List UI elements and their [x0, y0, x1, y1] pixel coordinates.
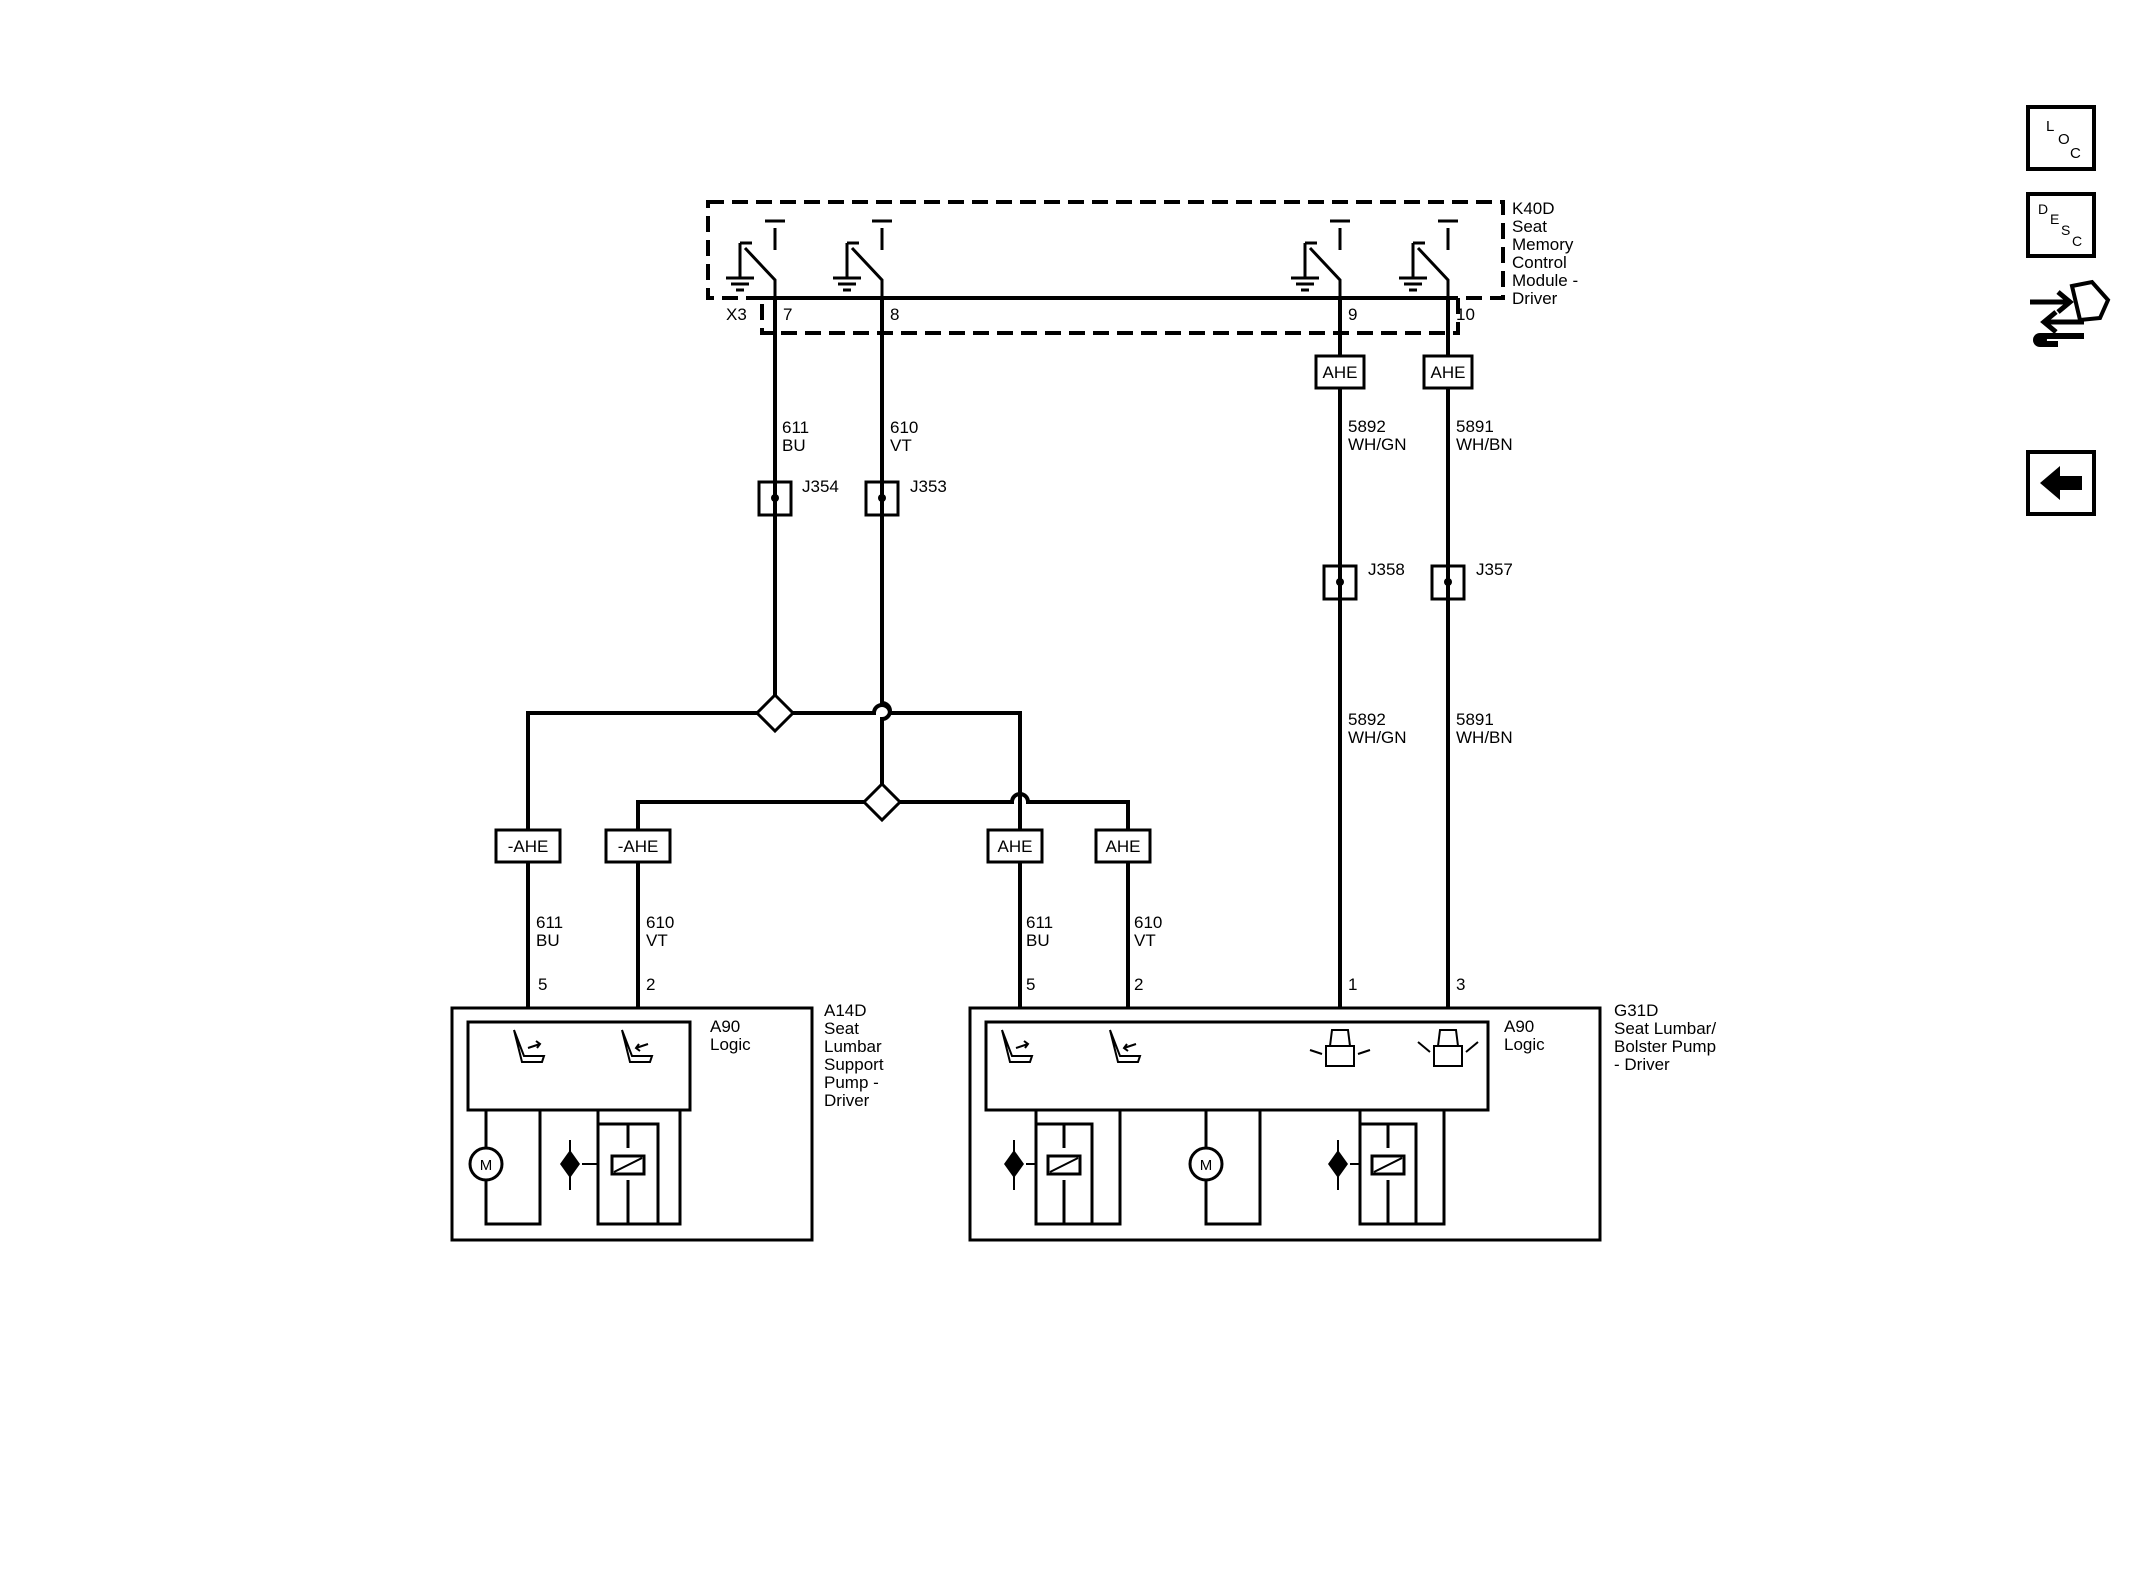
svg-text:C: C: [2072, 233, 2082, 249]
wire-label-5892-upper: 5892 WH/GN: [1348, 417, 1407, 454]
motor-icon: M: [1188, 1110, 1262, 1226]
wire-label-611-g31d: 611 BU: [1026, 913, 1058, 950]
splice-j354: J354: [757, 477, 839, 517]
k40d-module: K40D Seat Memory Control Module - Driver…: [706, 199, 1583, 335]
a14d-pump: A90 Logic A14D Seat Lumbar Support Pump …: [450, 1001, 888, 1242]
g31d-pin-2: 2: [1134, 975, 1143, 994]
g31d-label: G31D Seat Lumbar/ Bolster Pump - Driver: [1614, 1001, 1721, 1074]
svg-text:-AHE: -AHE: [618, 837, 659, 856]
svg-text:AHE: AHE: [1431, 363, 1466, 382]
k40d-pin-7: 7: [783, 305, 792, 324]
svg-text:M: M: [480, 1157, 493, 1174]
svg-text:S: S: [2061, 222, 2070, 238]
ground-icon: [1291, 276, 1319, 292]
relay-switch-pin-9: [1303, 219, 1350, 298]
relay-switch-pin-10: [1411, 219, 1458, 298]
ground-icon: [833, 276, 861, 292]
svg-text:J358: J358: [1368, 560, 1405, 579]
svg-text:-AHE: -AHE: [508, 837, 549, 856]
svg-text:AHE: AHE: [998, 837, 1033, 856]
k40d-pin-10: 10: [1456, 305, 1475, 324]
g31d-logic-label: A90 Logic: [1504, 1017, 1545, 1054]
wire-label-5892-lower: 5892 WH/GN: [1348, 710, 1407, 747]
splice-j358: J358: [1322, 560, 1405, 601]
ground-icon: [726, 276, 754, 292]
seat-lumbar-icon: [1109, 1029, 1142, 1063]
connector-label-x3: X3: [726, 305, 747, 324]
bus-610: [636, 792, 1130, 1008]
g31d-pin-1: 1: [1348, 975, 1357, 994]
option-box-not-ahe-610: -AHE: [604, 828, 672, 864]
seat-lumbar-icon: [513, 1029, 546, 1063]
ground-icon: [1399, 276, 1427, 292]
g31d-pin-5: 5: [1026, 975, 1035, 994]
svg-text:AHE: AHE: [1106, 837, 1141, 856]
svg-text:J353: J353: [910, 477, 947, 496]
option-box-ahe-pin10: AHE: [1422, 354, 1474, 390]
k40d-pin-9: 9: [1348, 305, 1357, 324]
option-box-ahe-610: AHE: [1094, 828, 1152, 864]
a14d-label: A14D Seat Lumbar Support Pump - Driver: [824, 1001, 888, 1110]
solenoid-valve-icon: [1328, 1110, 1446, 1226]
splice-j357: J357: [1430, 560, 1513, 601]
wire-label-611-a14d: 611 BU: [536, 913, 568, 950]
bus-611: [526, 703, 1022, 1008]
a14d-pin-2: 2: [646, 975, 655, 994]
motor-icon: M: [468, 1110, 542, 1226]
svg-text:J354: J354: [802, 477, 839, 496]
svg-text:O: O: [2058, 131, 2070, 148]
solenoid-valve-icon: [560, 1110, 682, 1226]
seat-lumbar-icon: [1001, 1029, 1034, 1063]
option-box-ahe-pin9: AHE: [1314, 354, 1366, 390]
desc-button[interactable]: D E S C: [2026, 192, 2096, 258]
splice-diamond-611: [754, 692, 796, 734]
wire-label-610-upper: 610 VT: [890, 418, 923, 455]
connector-wrench-icon[interactable]: [2030, 279, 2111, 347]
k40d-label: K40D Seat Memory Control Module - Driver: [1512, 199, 1583, 308]
svg-text:M: M: [1200, 1157, 1213, 1174]
wire-label-5891-lower: 5891 WH/BN: [1456, 710, 1513, 747]
option-box-ahe-611: AHE: [986, 828, 1044, 864]
wire-label-610-a14d: 610 VT: [646, 913, 679, 950]
loc-button[interactable]: L O C: [2026, 105, 2096, 171]
back-arrow-icon: [2040, 466, 2082, 500]
relay-switch-pin-7: [738, 219, 785, 298]
a14d-pin-5: 5: [538, 975, 547, 994]
svg-text:L: L: [2046, 118, 2054, 135]
svg-text:E: E: [2050, 211, 2059, 227]
svg-text:AHE: AHE: [1323, 363, 1358, 382]
k40d-pin-8: 8: [890, 305, 899, 324]
a14d-logic-label: A90 Logic: [710, 1017, 751, 1054]
relay-switch-pin-8: [845, 219, 892, 298]
wire-label-5891-upper: 5891 WH/BN: [1456, 417, 1513, 454]
splice-j353: J353: [864, 477, 947, 517]
wire-label-610-g31d: 610 VT: [1134, 913, 1167, 950]
seat-bolster-icon: [1309, 1029, 1371, 1067]
g31d-pump: A90 Logic G31D Seat Lumbar/ Bolster Pump…: [968, 1001, 1721, 1242]
g31d-pin-3: 3: [1456, 975, 1465, 994]
back-button[interactable]: [2026, 450, 2096, 516]
seat-bolster-icon: [1417, 1029, 1479, 1067]
option-box-not-ahe-611: -AHE: [494, 828, 562, 864]
splice-diamond-610: [861, 781, 903, 823]
svg-text:D: D: [2038, 201, 2048, 217]
seat-lumbar-icon: [621, 1029, 654, 1063]
solenoid-valve-icon: [1004, 1110, 1122, 1226]
svg-text:C: C: [2070, 145, 2081, 162]
svg-text:J357: J357: [1476, 560, 1513, 579]
wire-label-611-upper: 611 BU: [782, 418, 814, 455]
